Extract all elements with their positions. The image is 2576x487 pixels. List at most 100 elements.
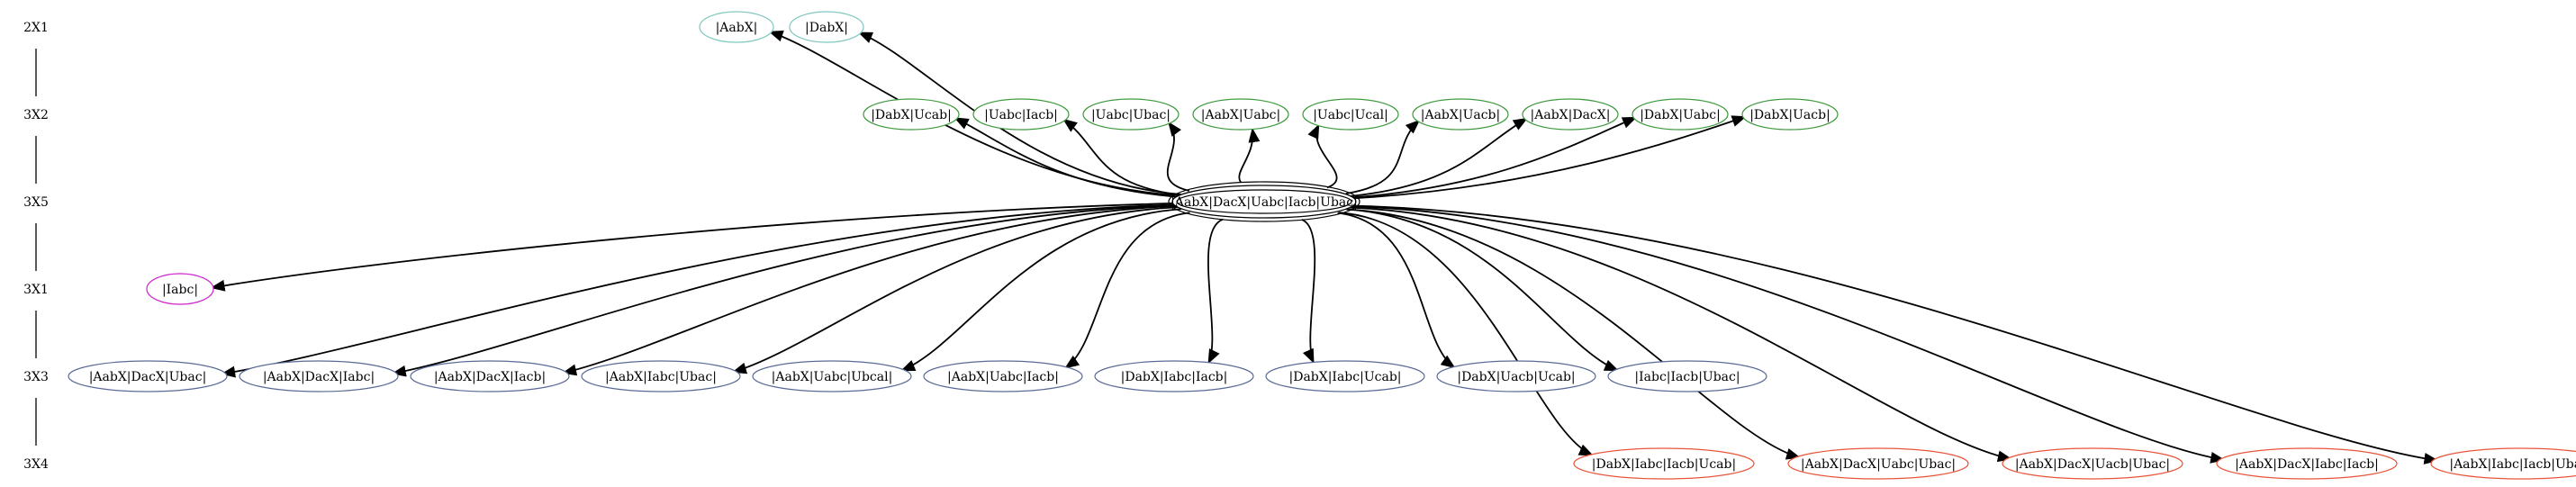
rank-label-r0: 2X1 — [23, 21, 49, 35]
node-label: |Iabc| — [162, 283, 198, 297]
node-n_uabc_ubac[interactable]: |Uabc|Ubac| — [1082, 98, 1180, 131]
edge-n_center-to-n_uabc_ubac — [1166, 122, 1190, 192]
node-n_dabx_uacb[interactable]: |DabX|Uacb| — [1741, 98, 1839, 131]
node-ellipse — [923, 360, 1083, 392]
node-label: |AabX|DacX|Iabc|Iacb| — [2235, 457, 2379, 472]
node-label: |AabX|Iabc|Ubac| — [605, 370, 717, 384]
node-n_r5_2[interactable]: |AabX|DacX|Uabc|Ubac| — [1787, 447, 1969, 480]
node-label: |AabX|Uacb| — [1421, 108, 1500, 122]
edge-n_center-to-n_uabc_ucal — [1307, 123, 1338, 189]
node-n_dabx[interactable]: |DabX| — [789, 11, 864, 43]
edge-n_center-to-n_r4_8 — [1301, 219, 1316, 365]
node-n_r5_4[interactable]: |AabX|DacX|Iabc|Iacb| — [2216, 447, 2398, 480]
node-label: |Uabc|Iacb| — [984, 108, 1058, 122]
node-n_center[interactable]: |AabX|DacX|Uabc|Iacb|Ubac| — [1168, 181, 1360, 222]
edge-n_center-to-n_r4_4 — [731, 206, 1179, 374]
node-outer-ellipse — [1168, 181, 1360, 222]
edge-n_center-to-n_r4_2 — [391, 204, 1177, 377]
edge-n_center-to-n_aabx_dacx — [1350, 117, 1528, 197]
node-ellipse — [1573, 447, 1755, 480]
edge-n_center-to-n_r4_3 — [561, 204, 1178, 376]
edge-n_center-to-n_r5_1 — [1339, 212, 1595, 456]
node-ellipse — [1522, 98, 1619, 131]
edge-n_center-to-n_r5_4 — [1351, 205, 2226, 464]
node-n_r4_10[interactable]: |Iabc|Iacb|Ubac| — [1607, 360, 1767, 392]
node-n_aabx[interactable]: |AabX| — [699, 11, 774, 43]
node-n_r4_2[interactable]: |AabX|DacX|Iabc| — [239, 360, 399, 392]
node-ellipse — [1436, 360, 1596, 392]
node-ellipse — [699, 11, 774, 43]
node-label: |AabX|DacX|Iabc| — [263, 370, 375, 384]
node-ellipse — [146, 273, 214, 305]
node-ellipse — [1787, 447, 1969, 480]
node-label: |AabX|Uabc|Iacb| — [947, 370, 1059, 384]
node-label: |Uabc|Ucal| — [1313, 108, 1388, 122]
edge-n_center-to-n_iabc — [210, 202, 1175, 292]
node-label: |DabX|Uacb| — [1749, 108, 1830, 122]
node-ellipse — [972, 98, 1070, 131]
edge-n_center-to-n_r4_6 — [1064, 212, 1190, 369]
node-ellipse — [68, 360, 228, 392]
node-ellipse — [2002, 447, 2183, 480]
node-ellipse — [2216, 447, 2398, 480]
node-n_aabx_dacx[interactable]: |AabX|DacX| — [1522, 98, 1619, 131]
edge-n_center-to-n_r4_1 — [220, 203, 1176, 378]
node-n_r4_7[interactable]: |DabX|Iabc|Iacb| — [1094, 360, 1254, 392]
node-label: |DabX|Ucab| — [871, 108, 952, 122]
node-label: |AabX|Uabc| — [1201, 108, 1280, 122]
rank-label-r5: 3X4 — [23, 457, 49, 472]
node-label: |Iabc|Iacb|Ubac| — [1634, 370, 1740, 384]
rank-label-r4: 3X3 — [23, 370, 49, 384]
node-n_r5_1[interactable]: |DabX|Iabc|Iacb|Ucab| — [1573, 447, 1755, 480]
node-ellipse — [1094, 360, 1254, 392]
node-ellipse — [1265, 360, 1425, 392]
node-n_uabc_iacb[interactable]: |Uabc|Iacb| — [972, 98, 1070, 131]
node-n_r4_1[interactable]: |AabX|DacX|Ubac| — [68, 360, 228, 392]
node-label: |DabX|Iabc|Iacb|Ucab| — [1592, 457, 1736, 472]
node-n_r4_4[interactable]: |AabX|Iabc|Ubac| — [581, 360, 741, 392]
node-ellipse — [239, 360, 399, 392]
node-label: |DabX|Iabc|Ucab| — [1289, 370, 1402, 384]
node-n_dabx_ucab[interactable]: |DabX|Ucab| — [863, 98, 960, 131]
node-ellipse — [789, 11, 864, 43]
node-layer: |AabX| |DabX| |DabX|Ucab| |Uabc|Iacb| |Uabc|… — [68, 11, 2576, 480]
edge-n_center-to-n_dabx_uacb — [1351, 115, 1747, 200]
node-inner-ellipse — [1176, 189, 1352, 214]
node-n_r4_5[interactable]: |AabX|Uabc|Ubcal| — [752, 360, 912, 392]
node-label: |DabX|Uabc| — [1640, 108, 1721, 122]
node-ellipse — [1412, 98, 1509, 131]
node-label: |Uabc|Ubac| — [1091, 108, 1170, 122]
node-ellipse — [752, 360, 912, 392]
node-n_dabx_uabcl[interactable]: |DabX|Uabc| — [1631, 98, 1729, 131]
node-label: |AabX|DacX| — [1531, 108, 1611, 122]
node-ellipse — [1631, 98, 1729, 131]
node-n_aabx_uabc[interactable]: |AabX|Uabc| — [1192, 98, 1289, 131]
node-ellipse — [410, 360, 570, 392]
edge-n_center-to-n_r5_3 — [1349, 206, 2013, 463]
node-ellipse — [1192, 98, 1289, 131]
node-n_iabc[interactable]: |Iabc| — [146, 273, 214, 305]
node-n_r4_3[interactable]: |AabX|DacX|Iacb| — [410, 360, 570, 392]
node-label: |DabX|Uacb|Ucab| — [1457, 370, 1575, 384]
edge-n_center-to-n_aabx_uacb — [1345, 119, 1421, 194]
edge-layer — [210, 30, 2439, 464]
edge-n_center-to-n_r5_2 — [1346, 208, 1802, 460]
rank-label-r2: 3X5 — [23, 195, 49, 210]
node-ellipse — [1607, 360, 1767, 392]
node-label: |AabX|DacX|Iacb| — [434, 370, 546, 384]
node-n_r4_6[interactable]: |AabX|Uabc|Iacb| — [923, 360, 1083, 392]
node-n_r4_8[interactable]: |DabX|Iabc|Ucab| — [1265, 360, 1425, 392]
node-n_r4_9[interactable]: |DabX|Uacb|Ucab| — [1436, 360, 1596, 392]
rank-label-r1: 3X2 — [23, 108, 49, 122]
node-label: |DabX| — [805, 21, 848, 35]
edge-n_center-to-n_r4_7 — [1207, 218, 1224, 365]
node-n_uabc_ucal[interactable]: |Uabc|Ucal| — [1302, 98, 1399, 131]
node-ellipse — [1171, 185, 1357, 219]
node-n_r5_3[interactable]: |AabX|DacX|Uacb|Ubac| — [2002, 447, 2183, 480]
node-ellipse — [581, 360, 741, 392]
node-ellipse — [863, 98, 960, 131]
node-n_r5_5[interactable]: |AabX|Iabc|Iacb|Ubac| — [2430, 447, 2576, 480]
node-n_aabx_uacb[interactable]: |AabX|Uacb| — [1412, 98, 1509, 131]
